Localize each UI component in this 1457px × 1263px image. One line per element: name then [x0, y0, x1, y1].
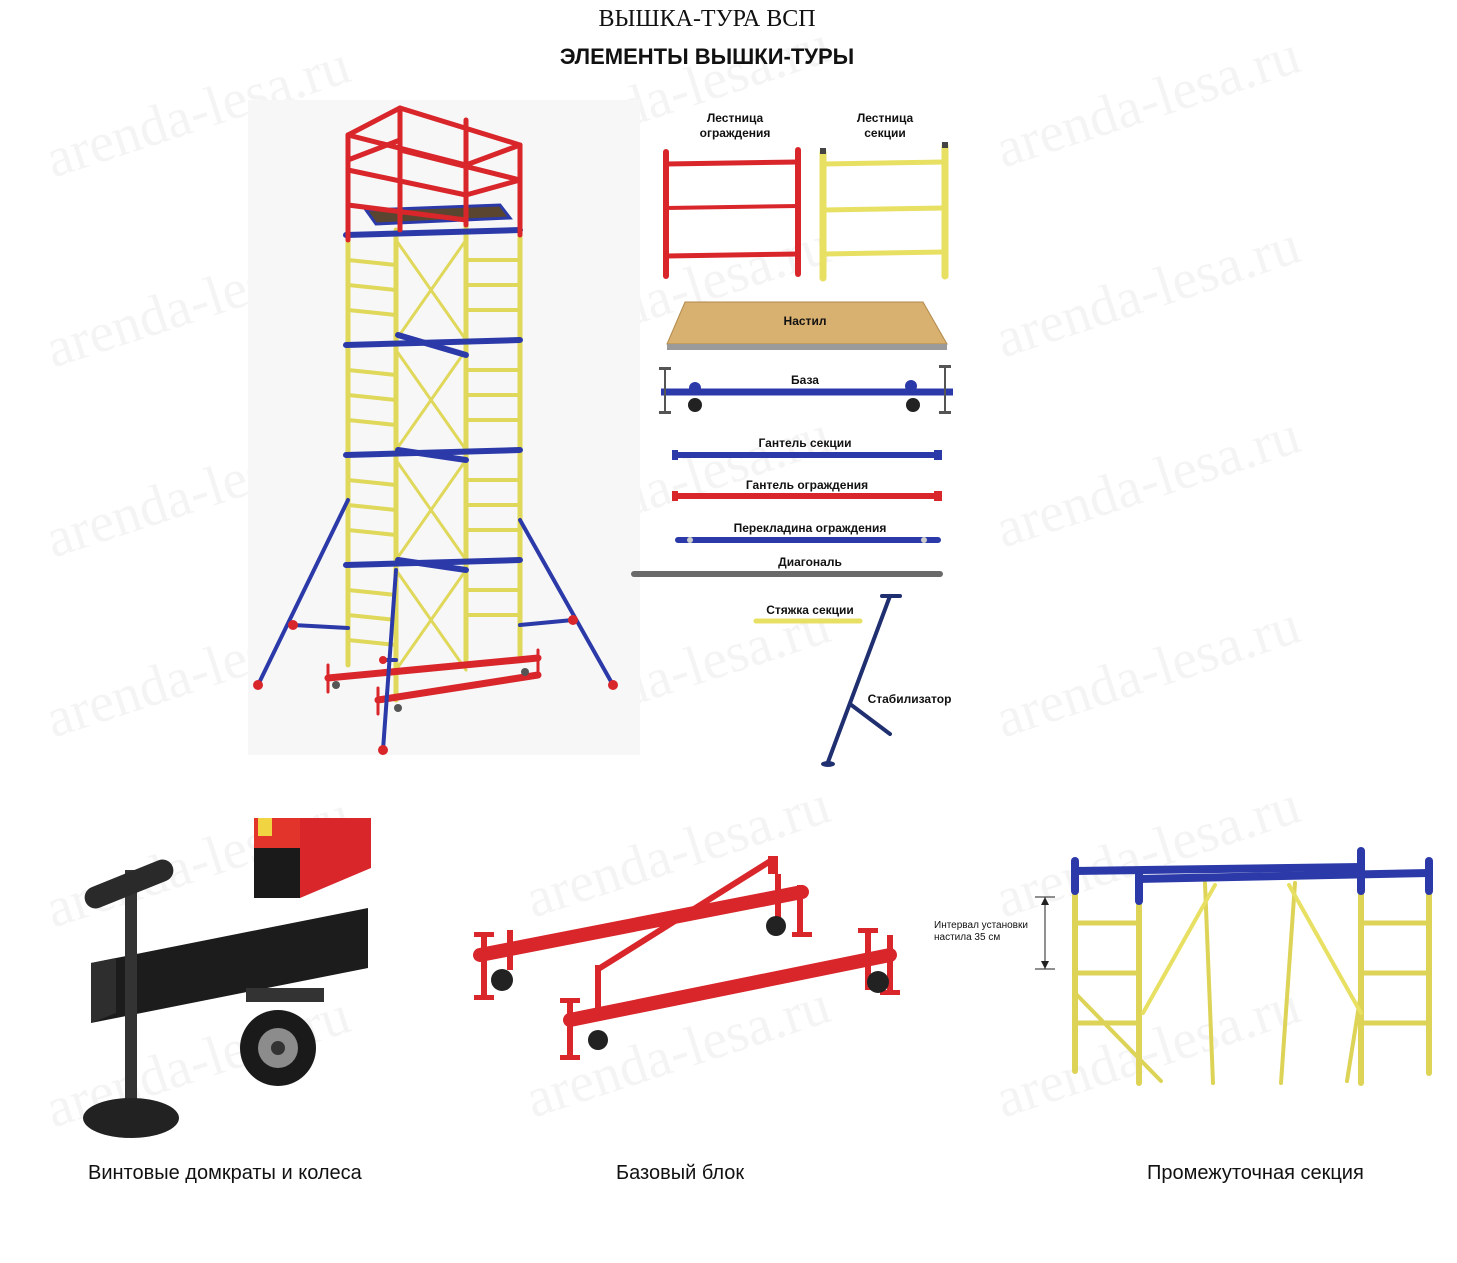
section-dumbbell	[672, 450, 942, 460]
guard-crossbar	[675, 537, 941, 543]
intermediate-section	[1071, 847, 1433, 1086]
diagonal-label: Диагональ	[778, 555, 842, 569]
guard-dumbbell	[672, 491, 942, 501]
page-title: ВЫШКА-ТУРА ВСП	[598, 6, 816, 32]
base-block-caption: Базовый блок	[616, 1162, 745, 1184]
stabilizer	[821, 594, 902, 767]
base-bar	[659, 365, 953, 414]
section-tie	[753, 618, 863, 624]
interval-note: Интервал установки настила 35 см	[934, 920, 1028, 943]
section-ladder-label: Лестница секции	[856, 111, 914, 140]
guard-crossbar-label: Перекладина ограждения	[733, 521, 887, 535]
guard-ladder	[663, 147, 801, 279]
watermark: arenda-lesa.ru	[988, 213, 1308, 371]
interval-dimension-arrow	[1035, 896, 1055, 970]
tower-illustration	[248, 100, 640, 755]
base-label: База	[791, 373, 819, 387]
watermark: arenda-lesa.ru	[988, 593, 1308, 751]
page-subtitle: ЭЛЕМЕНТЫ ВЫШКИ-ТУРЫ	[559, 44, 855, 69]
jacks-caption: Винтовые домкраты и колеса	[88, 1162, 362, 1184]
section-caption: Промежуточная секция	[1147, 1162, 1364, 1184]
deck-label: Настил	[783, 314, 827, 328]
deck-platform	[666, 301, 948, 350]
base-block	[473, 856, 900, 1060]
diagonal-bar	[631, 571, 943, 577]
guard-dumbbell-label: Гантель ограждения	[745, 478, 869, 492]
stabilizer-label: Стабилизатор	[867, 692, 952, 706]
section-tie-label: Стяжка секции	[766, 603, 854, 617]
guard-ladder-label: Лестница ограждения	[699, 111, 771, 140]
section-dumbbell-label: Гантель секции	[758, 436, 852, 450]
section-ladder	[819, 142, 949, 282]
watermark: arenda-lesa.ru	[988, 403, 1308, 561]
jacks-wheels-photo	[83, 818, 371, 1138]
